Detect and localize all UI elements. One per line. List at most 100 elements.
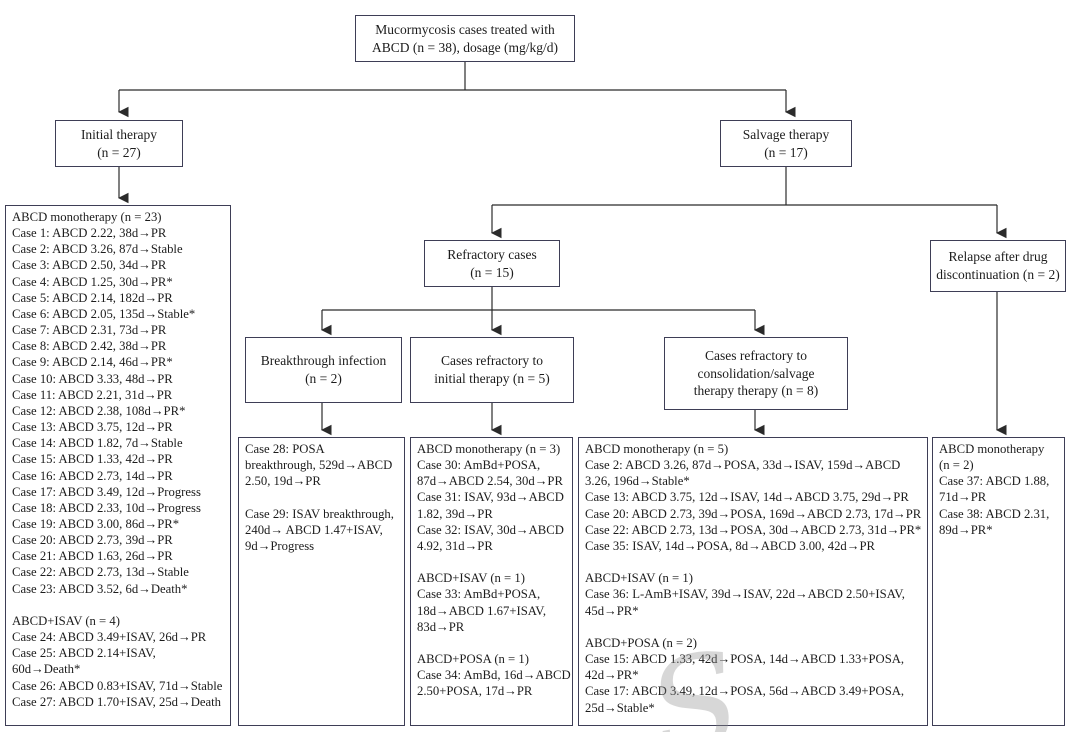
text-line: ABCD+POSA (n = 1) (417, 652, 529, 667)
node-refractory-consolidation-cases: ABCD monotherapy (n = 5) Case 2: ABCD 3.2… (578, 437, 928, 726)
text-line: 42d→PR* (585, 668, 639, 683)
text-line: 9d→Progress (245, 538, 315, 553)
node-relapse: Relapse after drug discontinuation (n = 2… (930, 240, 1066, 292)
text-line (585, 554, 922, 570)
text-line: Case 12: ABCD 2.38, 108d→PR* (12, 403, 186, 418)
text-line: ABCD+POSA (n = 2) (585, 635, 697, 650)
text-line: 83d→PR (417, 619, 465, 634)
text-line: Case 22: ABCD 2.73, 13d→Stable (12, 565, 189, 580)
text-line: Case 3: ABCD 2.50, 34d→PR (12, 258, 167, 273)
text-line (585, 619, 922, 635)
text-line: ABCD monotherapy (939, 442, 1045, 456)
text-line: ABCD monotherapy (n = 23) (12, 210, 162, 224)
node-relapse-cases: ABCD monotherapy (n = 2)Case 37: ABCD 1.8… (932, 437, 1065, 726)
text-line: Case 13: ABCD 3.75, 12d→ISAV, 14d→ABCD 3… (585, 490, 909, 505)
text-line: Case 14: ABCD 1.82, 7d→Stable (12, 436, 183, 451)
text-line: Case 17: ABCD 3.49, 12d→Progress (12, 484, 201, 499)
text-line: Case 9: ABCD 2.14, 46d→PR* (12, 355, 173, 370)
text-line (245, 489, 399, 505)
text-line: (n = 2) (305, 371, 342, 386)
text-line: 87d→ABCD 2.54, 30d→PR (417, 474, 563, 489)
text-line: Case 24: ABCD 3.49+ISAV, 26d→PR (12, 630, 207, 645)
text-line: Case 17: ABCD 3.49, 12d→POSA, 56d→ABCD 3… (585, 684, 905, 699)
text-line: Case 11: ABCD 2.21, 31d→PR (12, 387, 173, 402)
text-line: 240d→ ABCD 1.47+ISAV, (245, 522, 383, 537)
node-refractory-initial-cases: ABCD monotherapy (n = 3) Case 30: AmBd+PO… (410, 437, 573, 726)
text-line: Salvage therapy (742, 126, 830, 142)
text-line: Case 36: L-AmB+ISAV, 39d→ISAV, 22d→ABCD … (585, 587, 905, 602)
text-line: (n = 17) (764, 144, 808, 160)
text-line: Case 8: ABCD 2.42, 38d→PR (12, 339, 167, 354)
text-line: Case 2: ABCD 3.26, 87d→POSA, 33d→ISAV, 1… (585, 458, 901, 473)
text-line: Breakthrough infection (260, 353, 387, 369)
text-line: 60d→Death* (12, 662, 81, 677)
text-line: Case 5: ABCD 2.14, 182d→PR (12, 290, 173, 305)
text-line: Case 2: ABCD 3.26, 87d→Stable (12, 242, 183, 257)
text-line: 18d→ABCD 1.67+ISAV, (417, 603, 547, 618)
text-line: Case 13: ABCD 3.75, 12d→PR (12, 420, 173, 435)
text-line: Case 20: ABCD 2.73, 39d→POSA, 169d→ABCD … (585, 506, 922, 521)
text-line (417, 554, 567, 570)
node-salvage-therapy: Salvage therapy (n = 17) (720, 120, 852, 167)
text-line: Refractory cases (447, 246, 537, 262)
text-line: Case 20: ABCD 2.73, 39d→PR (12, 533, 173, 548)
text-line (12, 597, 225, 613)
text-line: ABCD+ISAV (n = 1) (585, 571, 693, 586)
text-line: (n = 2) (939, 458, 974, 473)
text-line: Case 26: ABCD 0.83+ISAV, 71d→Stable (12, 678, 223, 693)
text-line: Mucormycosis cases treated with (375, 21, 555, 37)
text-line: Case 31: ISAV, 93d→ABCD (417, 490, 564, 505)
node-initial-therapy: Initial therapy (n = 27) (55, 120, 183, 167)
text-line (417, 635, 567, 651)
text-line: Case 27: ABCD 1.70+ISAV, 25d→Death (12, 694, 221, 709)
text-line: Case 28: POSA (245, 442, 325, 456)
text-line: Case 18: ABCD 2.33, 10d→Progress (12, 500, 201, 515)
text-line: Case 37: ABCD 1.88, (939, 474, 1050, 489)
text-line: Case 30: AmBd+POSA, (417, 458, 541, 473)
text-line: Case 33: AmBd+POSA, (417, 587, 541, 602)
node-refractory-initial: Cases refractory to initial therapy (n = … (410, 337, 574, 403)
text-line: 45d→PR* (585, 603, 639, 618)
text-line: ABCD monotherapy (n = 5) (585, 442, 729, 456)
text-line: Case 21: ABCD 1.63, 26d→PR (12, 549, 173, 564)
text-line: Cases refractory to (441, 353, 543, 369)
text-line: Case 22: ABCD 2.73, 13d→POSA, 30d→ABCD 2… (585, 522, 922, 537)
text-line: Case 6: ABCD 2.05, 135d→Stable* (12, 306, 196, 321)
text-line: Case 19: ABCD 3.00, 86d→PR* (12, 516, 180, 531)
text-line: discontinuation (n = 2) (936, 267, 1060, 282)
text-line: consolidation/salvage (697, 365, 815, 381)
text-line: Case 16: ABCD 2.73, 14d→PR (12, 468, 173, 483)
text-line: ABCD+ISAV (n = 4) (12, 613, 120, 628)
text-line: Relapse after drug (948, 249, 1048, 265)
text-line: 4.92, 31d→PR (417, 538, 493, 553)
text-line: Case 7: ABCD 2.31, 73d→PR (12, 323, 167, 338)
text-line: Case 25: ABCD 2.14+ISAV, (12, 646, 156, 661)
text-line: 1.82, 39d→PR (417, 506, 493, 521)
text-line: ABCD (n = 38), dosage (mg/kg/d) (371, 39, 559, 55)
text-line: Case 10: ABCD 3.33, 48d→PR (12, 371, 173, 386)
text-line: 89d→PR* (939, 522, 993, 537)
text-line: therapy therapy (n = 8) (693, 383, 819, 399)
text-line: 2.50+POSA, 17d→PR (417, 684, 533, 699)
text-line: Case 15: ABCD 1.33, 42d→POSA, 14d→ABCD 1… (585, 652, 905, 667)
text-line: ABCD monotherapy (n = 3) (417, 442, 561, 456)
text-line: 71d→PR (939, 490, 987, 505)
text-line: Case 15: ABCD 1.33, 42d→PR (12, 452, 173, 467)
text-line: ABCD+ISAV (n = 1) (417, 571, 525, 586)
text-line: (n = 27) (97, 144, 141, 160)
text-line: Case 29: ISAV breakthrough, (245, 506, 394, 521)
text-line: 25d→Stable* (585, 700, 655, 715)
node-refractory-cases: Refractory cases (n = 15) (424, 240, 560, 287)
text-line: Case 1: ABCD 2.22, 38d→PR (12, 226, 167, 241)
text-line: Case 35: ISAV, 14d→POSA, 8d→ABCD 3.00, 4… (585, 538, 875, 553)
text-line: (n = 15) (470, 264, 514, 280)
text-line: 3.26, 196d→Stable* (585, 474, 690, 489)
text-line: Initial therapy (80, 126, 158, 142)
text-line: Case 34: AmBd, 16d→ABCD (417, 668, 571, 683)
text-line: initial therapy (n = 5) (434, 371, 550, 386)
